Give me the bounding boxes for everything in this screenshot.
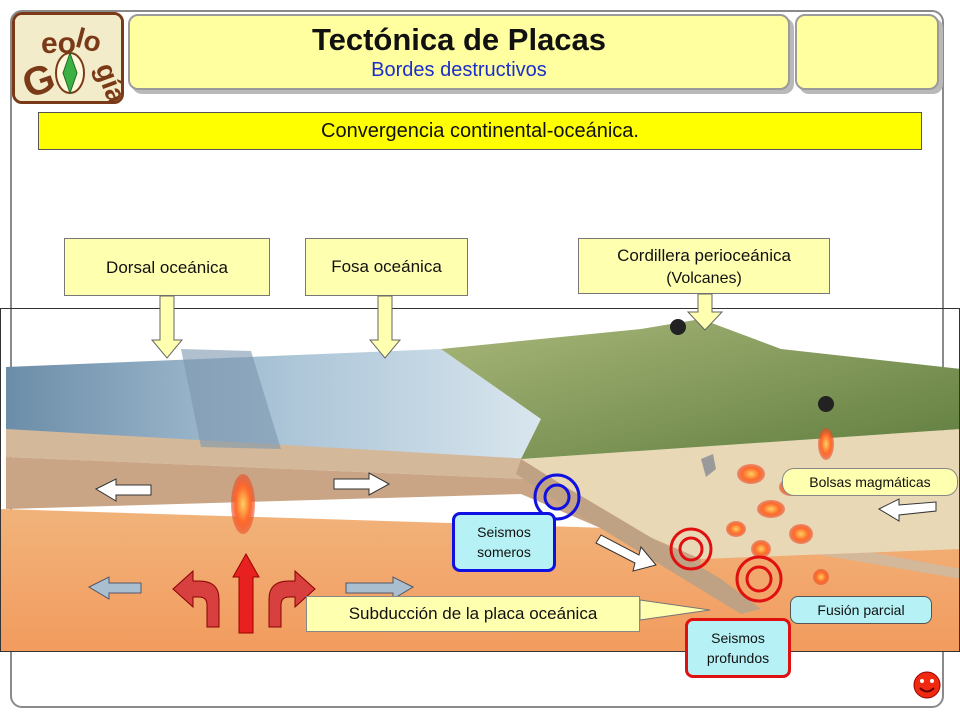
smiley-face-icon[interactable] [912,670,942,700]
callout-cordillera-title: Cordillera perioceánica [617,246,791,265]
label-seismos-someros: Seismos someros [452,512,556,572]
callout-cordillera: Cordillera perioceánica (Volcanes) [578,238,830,294]
label-fusion-parcial: Fusión parcial [790,596,932,624]
label-seismos-profundos-line2: profundos [706,650,770,666]
label-seismos-someros-line1: Seismos [477,524,531,540]
diagram-illustration [1,319,959,651]
callout-fosa: Fosa oceánica [305,238,468,296]
geologia-logo: G eo lo gía [12,12,124,104]
callout-dorsal: Dorsal oceánica [64,238,270,296]
label-seismos-profundos-line1: Seismos [711,630,765,646]
plate-motion-arrows [87,472,937,634]
page-subtitle: Bordes destructivos [371,59,547,81]
callout-cordillera-sub: (Volcanes) [666,270,742,287]
title-panel: Tectónica de Placas Bordes destructivos [128,14,790,90]
label-bolsas-magmaticas: Bolsas magmáticas [782,468,958,496]
label-seismos-someros-line2: someros [477,544,531,560]
deep-seismic-rings [669,527,783,603]
shallow-seismic-rings [533,473,581,521]
page-title: Tectónica de Placas [311,22,607,57]
subduction-block-diagram [0,308,960,652]
label-seismos-profundos: Seismos profundos [685,618,791,678]
topic-banner: Convergencia continental-oceánica. [38,112,922,150]
side-panel [795,14,939,90]
label-subduccion: Subducción de la placa oceánica [306,596,640,632]
logo-graphic: G eo lo gía [15,15,121,101]
